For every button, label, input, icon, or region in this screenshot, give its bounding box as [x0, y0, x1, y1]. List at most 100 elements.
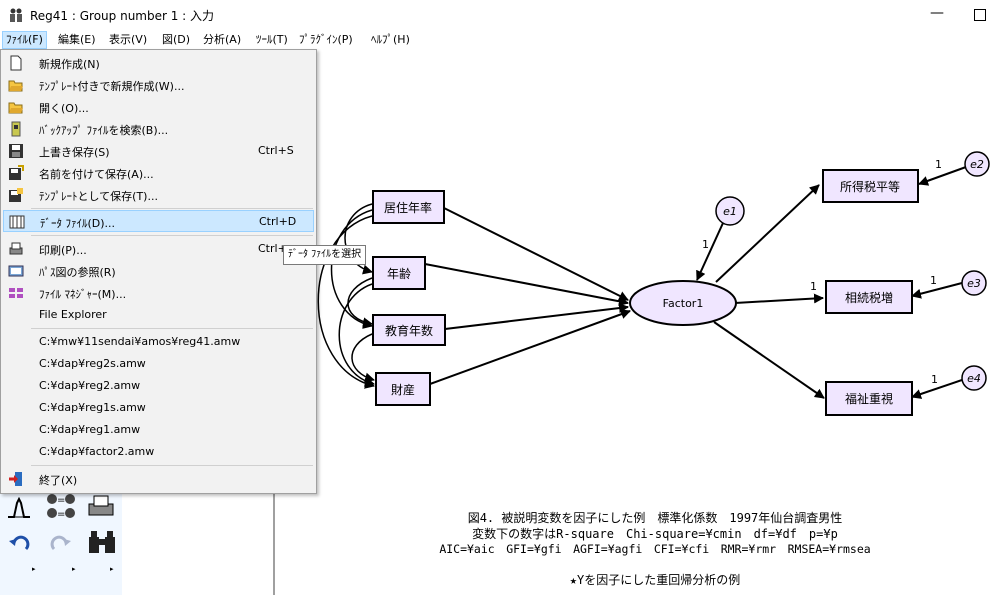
menu-item-label: C:¥dap¥reg1s.amw [39, 401, 146, 414]
histogram-icon[interactable] [6, 497, 32, 519]
menu-item-label: ﾊﾞｯｸｱｯﾌﾟ ﾌｧｲﾙを検索(B)... [39, 124, 169, 137]
menu-item-label: C:¥dap¥reg2s.amw [39, 357, 146, 370]
error-circle [715, 196, 745, 226]
expand-arrow-icon[interactable]: ▸ [110, 565, 114, 573]
menu-separator [31, 208, 313, 209]
menu-help[interactable]: ﾍﾙﾌﾟ(H) [371, 33, 410, 46]
observed-label: 相続税増 [845, 291, 893, 305]
menu-analyze[interactable]: 分析(A) [203, 33, 242, 46]
caption-line-4: ★Yを因子にした重回帰分析の例 [569, 573, 741, 587]
menu-plugins[interactable]: ﾌﾟﾗｸﾞｲﾝ(P) [299, 33, 353, 46]
menu-item-new[interactable]: 新規作成(N) [1, 52, 316, 74]
save-as-icon [9, 165, 24, 180]
covariance-arc [330, 202, 383, 329]
covariance-arc [338, 276, 383, 387]
observed-box [825, 381, 913, 416]
observed-label: 年齢 [387, 266, 411, 281]
caption-line-2: 変数下の数字はR-square Chi-square=¥cmin df=¥df … [472, 527, 838, 541]
menu-item-data-file[interactable]: ﾃﾞｰﾀ ﾌｧｲﾙ(D)... Ctrl+D [3, 210, 314, 232]
error-arrow [696, 222, 724, 281]
menu-item-label: ﾊﾟｽ図の参照(R) [39, 266, 116, 279]
menu-edit[interactable]: 編集(E) [58, 33, 96, 46]
save-template-icon [9, 188, 23, 202]
menu-tools[interactable]: ﾂｰﾙ(T) [256, 33, 288, 46]
open-folder-icon [8, 80, 23, 92]
menu-item-file-explorer[interactable]: File Explorer [1, 304, 316, 326]
menu-item-label: 名前を付けて保存(A)... [39, 168, 154, 181]
observed-box [372, 314, 446, 346]
menu-diagram[interactable]: 図(D) [162, 33, 191, 46]
path-arrow [713, 321, 825, 399]
menu-item-label: File Explorer [39, 308, 107, 321]
menu-item-browse-path[interactable]: ﾊﾟｽ図の参照(R) [1, 260, 316, 282]
diagram-canvas[interactable]: 居住年率 年齢 教育年数 財産 所得税平等 相続税増 福祉重視 Factor1 … [276, 49, 1004, 595]
recent-file-item[interactable]: C:¥dap¥reg1.amw [1, 419, 316, 441]
menu-item-save[interactable]: 上書き保存(S) Ctrl+S [1, 140, 316, 162]
data-file-icon [9, 215, 25, 229]
svg-text:=: = [57, 509, 65, 520]
covariance-arc [344, 196, 383, 275]
menu-item-label: C:¥dap¥reg2.amw [39, 379, 141, 392]
recent-file-item[interactable]: C:¥dap¥reg1s.amw [1, 397, 316, 419]
recent-file-item[interactable]: C:¥dap¥reg2s.amw [1, 353, 316, 375]
menu-item-find-backup[interactable]: ﾊﾞｯｸｱｯﾌﾟ ﾌｧｲﾙを検索(B)... [1, 118, 316, 140]
menu-item-label: 印刷(P)... [39, 244, 87, 257]
error-arrow [918, 166, 967, 186]
menu-item-label: ﾃﾞｰﾀ ﾌｧｲﾙ(D)... [40, 217, 116, 230]
printer-icon[interactable] [86, 493, 116, 519]
recent-file-item[interactable]: C:¥dap¥reg2.amw [1, 375, 316, 397]
menu-item-save-as[interactable]: 名前を付けて保存(A)... [1, 162, 316, 184]
file-manager-icon [9, 288, 23, 298]
path-coefficient: 1 [702, 238, 709, 251]
latent-label: Factor1 [663, 297, 704, 310]
error-arrow [911, 282, 963, 299]
menu-item-save-template[interactable]: ﾃﾝﾌﾟﾚｰﾄとして保存(T)... [1, 184, 316, 206]
observed-label: 居住年率 [384, 200, 432, 215]
error-label: e2 [970, 158, 984, 171]
title-bar: Reg41 : Group number 1 : 入力 — [0, 0, 1004, 30]
menu-file[interactable]: ﾌｧｲﾙ(F) [2, 31, 47, 49]
error-label: e3 [967, 277, 981, 290]
observed-box [372, 256, 426, 290]
menu-item-label: C:¥dap¥reg1.amw [39, 423, 141, 436]
menu-item-shortcut: Ctrl+D [259, 215, 297, 228]
path-arrow [443, 207, 629, 301]
menu-item-print[interactable]: 印刷(P)... Ctrl+ [1, 238, 316, 260]
menu-item-open[interactable]: 開く(O)... [1, 96, 316, 118]
path-arrow [715, 184, 820, 283]
menu-item-file-manager[interactable]: ﾌｧｲﾙ ﾏﾈｼﾞｬｰ(M)... [1, 282, 316, 304]
minimize-button[interactable]: — [930, 5, 944, 21]
observed-box [375, 372, 431, 406]
recent-file-item[interactable]: C:¥dap¥factor2.amw [1, 441, 316, 463]
expand-arrow-icon[interactable]: ▸ [72, 565, 76, 573]
path-coefficient: 1 [931, 373, 938, 386]
error-label: e1 [723, 205, 737, 218]
group-people-icon[interactable]: = = [44, 491, 80, 521]
path-arrow [444, 303, 629, 330]
menu-view[interactable]: 表示(V) [109, 33, 148, 46]
svg-text:=: = [57, 495, 65, 506]
expand-arrow-icon[interactable]: ▸ [32, 565, 36, 573]
menu-item-exit[interactable]: 終了(X) [1, 468, 316, 490]
menu-item-label: ﾃﾝﾌﾟﾚｰﾄ付きで新規作成(W)... [39, 80, 185, 93]
menu-item-label: 開く(O)... [39, 102, 89, 115]
path-coefficient: 1 [935, 158, 942, 171]
maximize-button[interactable] [974, 9, 986, 21]
binoculars-icon[interactable] [86, 529, 118, 555]
menu-item-new-from-template[interactable]: ﾃﾝﾌﾟﾚｰﾄ付きで新規作成(W)... [1, 74, 316, 96]
print-icon [9, 242, 23, 255]
observed-box [825, 280, 913, 314]
redo-icon[interactable] [50, 535, 72, 553]
menu-item-label: ﾌｧｲﾙ ﾏﾈｼﾞｬｰ(M)... [39, 288, 127, 301]
path-arrow [734, 293, 824, 304]
observed-box [822, 169, 919, 203]
save-icon [9, 144, 23, 158]
observed-box [372, 190, 445, 224]
tooltip: ﾃﾞｰﾀ ﾌｧｲﾙを選択 [283, 245, 367, 265]
backup-icon [11, 121, 21, 137]
menu-item-label: C:¥mw¥11sendai¥amos¥reg41.amw [39, 335, 241, 348]
undo-icon[interactable] [8, 535, 30, 553]
open-folder-icon [8, 102, 23, 114]
recent-file-item[interactable]: C:¥mw¥11sendai¥amos¥reg41.amw [1, 331, 316, 353]
browse-icon [8, 265, 24, 277]
